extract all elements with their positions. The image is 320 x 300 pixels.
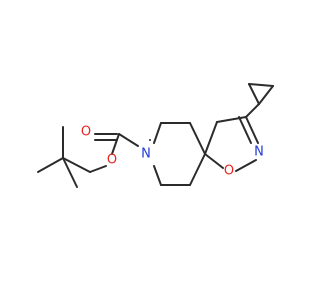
ring-nitrogen-label: N bbox=[141, 147, 151, 162]
atom-labels: O O N O N bbox=[81, 125, 264, 179]
bond bbox=[111, 133, 120, 155]
imine-nitrogen-label: N bbox=[254, 145, 264, 160]
bond bbox=[153, 122, 162, 144]
bond bbox=[216, 116, 247, 123]
bond bbox=[204, 153, 224, 169]
molecule-structure: O O N O N bbox=[37, 83, 274, 188]
ring-oxygen-label: O bbox=[224, 164, 234, 179]
bond bbox=[153, 165, 162, 186]
carbonyl-oxygen-label: O bbox=[81, 125, 91, 140]
bond bbox=[189, 122, 206, 155]
bond bbox=[248, 83, 274, 87]
bonds bbox=[37, 83, 274, 188]
bond bbox=[118, 133, 139, 147]
bond bbox=[245, 116, 259, 144]
bond bbox=[62, 157, 78, 188]
bond bbox=[204, 121, 218, 155]
bond bbox=[245, 103, 260, 118]
bond bbox=[258, 85, 274, 105]
bond bbox=[37, 157, 64, 173]
bond bbox=[235, 159, 257, 172]
bond bbox=[248, 83, 260, 105]
bond bbox=[62, 157, 91, 173]
bond bbox=[89, 165, 107, 173]
bond bbox=[238, 116, 252, 144]
ester-oxygen-label: O bbox=[107, 153, 117, 168]
bond bbox=[189, 153, 206, 186]
